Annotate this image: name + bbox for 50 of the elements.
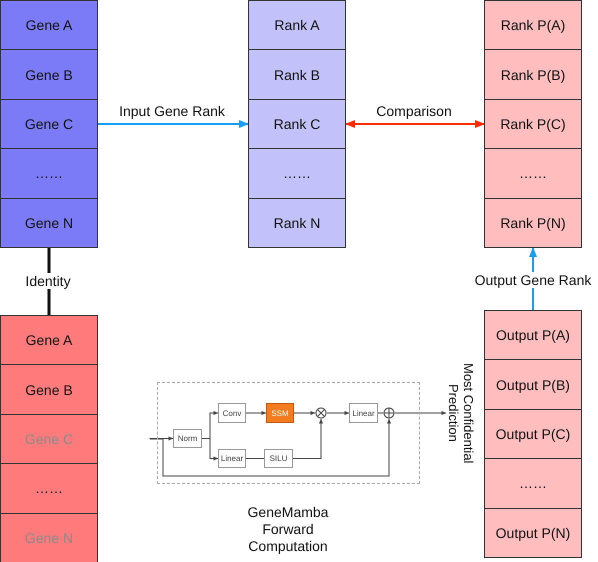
gene-cell: Gene C [0,414,98,464]
silu-block: SILU [264,449,293,468]
arrow [246,411,266,415]
rank-cell: …… [248,148,346,199]
gene-cell: Gene B [0,49,98,100]
arrow [294,411,316,415]
rank-cell: Rank P(C) [484,98,582,150]
arrow [345,120,485,128]
arrow [394,411,446,415]
arrow [150,436,174,440]
multiply-symbol [315,407,327,419]
output-cell: …… [484,458,582,509]
gene-cell: Gene C [0,98,98,150]
edge-label: Comparison [374,103,454,119]
rank-cell: Rank P(B) [484,49,582,100]
rank-cell: Rank P(A) [484,0,582,50]
gene-cell: Gene B [0,364,98,415]
gene-cell: Gene A [0,0,98,50]
gene-cell: Gene A [0,315,98,366]
linear-block: Linear [349,403,378,423]
output-cell: Output P(N) [484,508,582,558]
rank-cell: Rank B [248,49,346,100]
ssm-block: SSM [266,403,294,423]
arrow [150,418,391,476]
rank-cell: Rank N [248,198,346,248]
connector-line [378,412,384,414]
arrow [292,418,323,459]
arrow [326,411,350,415]
gene-cell: Gene N [0,512,98,562]
gene-cell: Gene N [0,198,98,248]
prediction-label: Most Confidential Prediction [446,358,476,468]
rank-cell: Rank C [248,98,346,150]
output-cell: Output P(A) [484,310,582,360]
edge-label: Output Gene Rank [472,272,594,288]
gene-cell: …… [0,148,98,199]
add-symbol [383,407,395,419]
diagram-caption: GeneMamba Forward Computation [246,504,330,555]
gene-cell: …… [0,463,98,514]
norm-block: Norm [173,429,202,448]
rank-cell: Rank A [248,0,346,50]
arrow [97,120,249,128]
conv-block: Conv [218,403,246,423]
edge-label: Input Gene Rank [117,103,227,119]
linear-block: Linear [218,449,246,468]
rank-cell: …… [484,148,582,199]
output-cell: Output P(C) [484,408,582,460]
connector-line [246,458,264,459]
rank-cell: Rank P(N) [484,198,582,248]
output-cell: Output P(B) [484,359,582,410]
arrow [202,438,218,460]
